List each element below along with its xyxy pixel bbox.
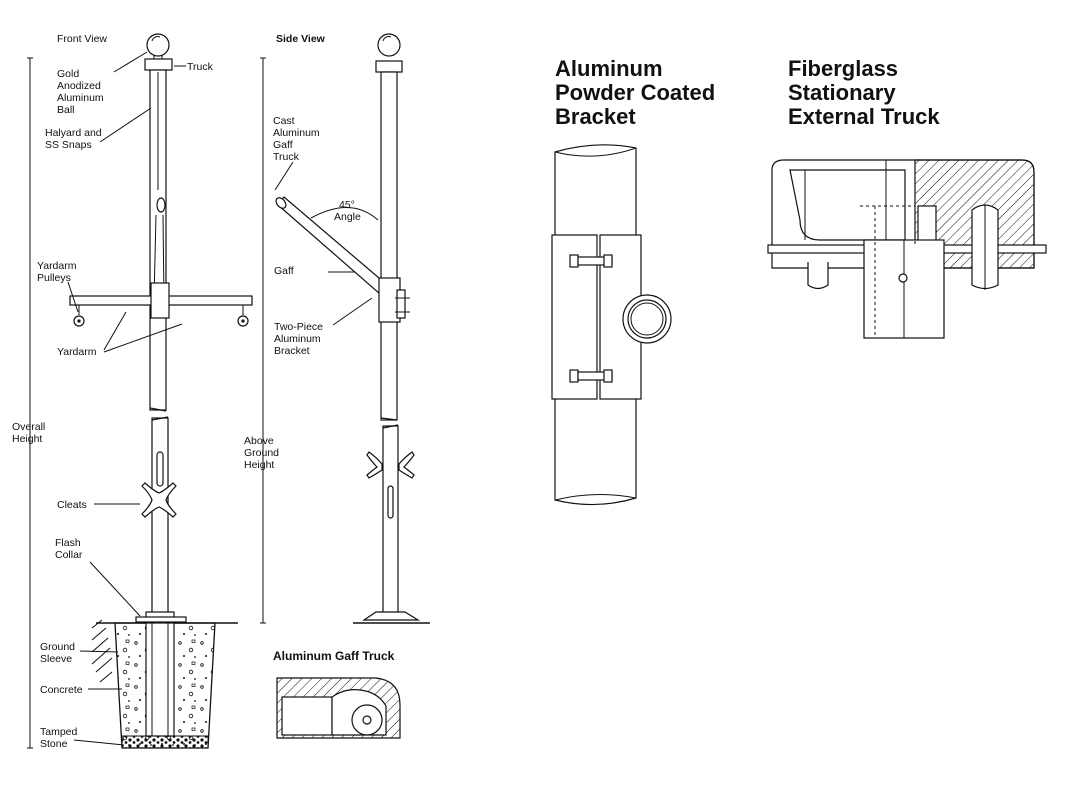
side-cleat-icon	[366, 451, 383, 479]
yardarm-collar	[150, 282, 170, 319]
bracket-label: Two-Piece Aluminum Bracket	[274, 321, 326, 357]
flash-collar-label: Flash Collar	[55, 537, 84, 561]
gaff	[277, 196, 387, 295]
side-pole-upper	[380, 71, 398, 421]
concrete-label: Concrete	[40, 684, 83, 696]
external-truck-detail	[767, 159, 1047, 339]
bracket-title: Aluminum Powder Coated Bracket	[555, 56, 721, 129]
cleats-label: Cleats	[57, 499, 87, 511]
overall-height-label: Overall Height	[12, 421, 48, 445]
front-pole-lower	[151, 417, 169, 615]
front-view-title: Front View	[57, 33, 107, 45]
bracket-detail	[551, 144, 672, 506]
side-base	[362, 611, 421, 621]
above-ground-label: Above Ground Height	[244, 435, 282, 471]
gaff-truck	[275, 197, 287, 209]
side-pole-lower	[382, 425, 399, 617]
yardarm-label: Yardarm	[57, 346, 97, 358]
gaff-truck-detail-title: Aluminum Gaff Truck	[273, 649, 395, 663]
halyard-slot	[156, 451, 164, 487]
front-truck	[144, 58, 173, 71]
halyard-label: Halyard and SS Snaps	[45, 127, 105, 151]
side-view	[260, 33, 430, 624]
tamped-stone	[121, 735, 209, 749]
ground-sleeve	[145, 622, 175, 737]
gaff-truck-label: Cast Aluminum Gaff Truck	[273, 115, 323, 163]
halyard-snap	[156, 197, 166, 213]
truck-title: Fiberglass Stationary External Truck	[788, 56, 940, 129]
side-view-title: Side View	[276, 33, 326, 45]
gaff-truck-detail	[276, 677, 401, 739]
front-cleat-icon	[141, 482, 177, 518]
ball-label: Gold Anodized Aluminum Ball	[57, 68, 107, 116]
angle-label: 45° Angle	[334, 199, 361, 223]
truck-label: Truck	[187, 61, 214, 73]
ground-sleeve-label: Ground Sleeve	[40, 641, 78, 665]
front-view	[27, 33, 253, 749]
gold-ball-icon	[146, 33, 170, 57]
yardarm-pulleys-label: Yardarm Pulleys	[37, 260, 79, 284]
gold-ball-icon	[377, 33, 401, 57]
tamped-stone-label: Tamped Stone	[40, 726, 80, 750]
gaff-label: Gaff	[274, 265, 294, 277]
